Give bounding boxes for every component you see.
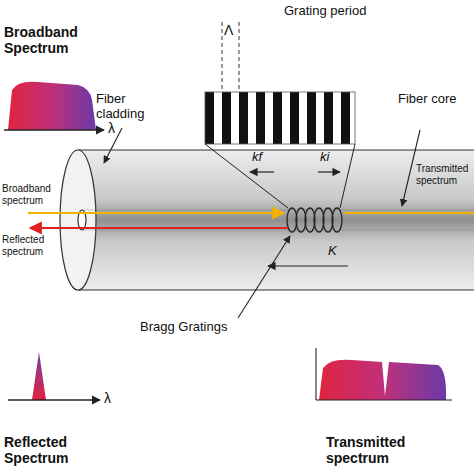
wave-vector-label: ki <box>320 150 344 165</box>
spectrum-title: Reflected Spectrum <box>4 434 114 466</box>
axis-symbol: λ <box>104 390 118 406</box>
wave-vector-label: kf <box>252 150 276 165</box>
signal-label: Reflected spectrum <box>2 234 58 257</box>
inset-title: Grating period <box>284 4 404 19</box>
period-symbol: Λ <box>224 22 238 38</box>
signal-label: Broadband spectrum <box>2 183 58 206</box>
part-label: Fiber core <box>398 92 472 107</box>
spectrum-title: Broadband Spectrum <box>4 24 100 56</box>
part-label: Fiber cladding <box>96 92 176 122</box>
spectrum-title: Transmitted spectrum <box>326 434 466 466</box>
wave-vector-label: K <box>328 244 346 259</box>
axis-symbol: λ <box>108 120 122 136</box>
signal-label: Transmitted spectrum <box>416 163 472 186</box>
part-label: Bragg Gratings <box>140 320 270 335</box>
